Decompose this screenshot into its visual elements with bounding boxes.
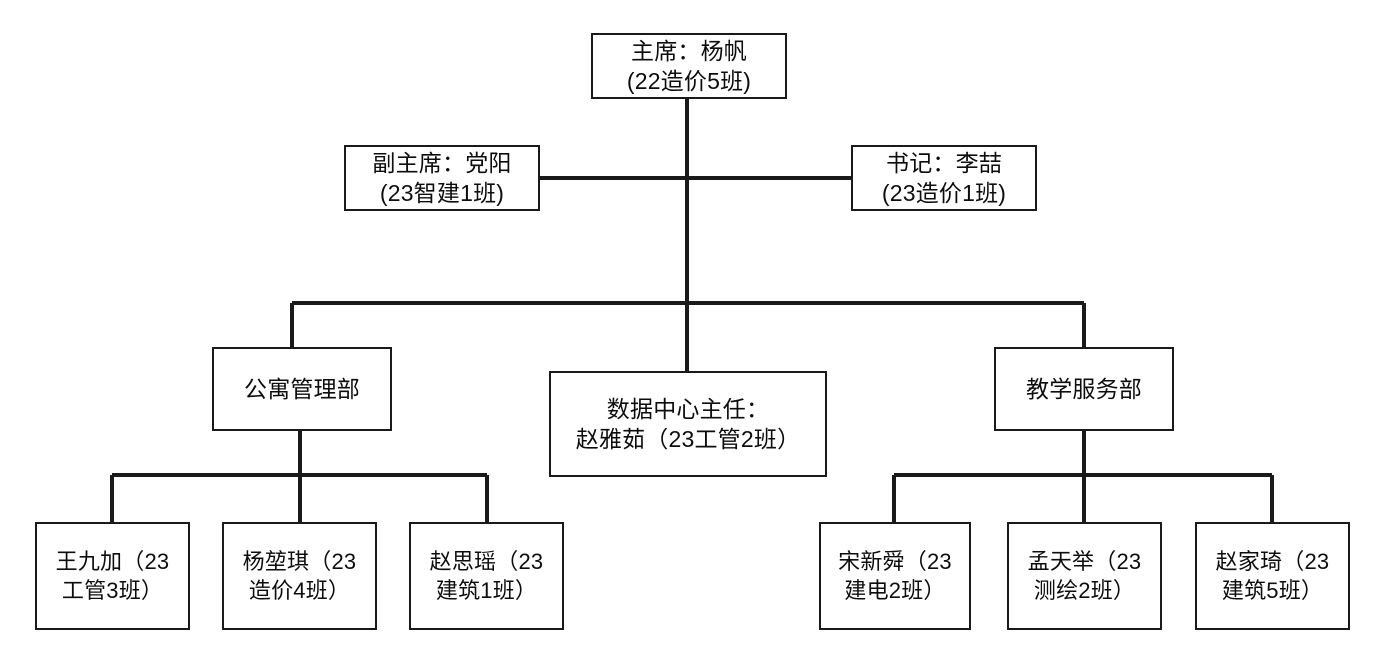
- node-member-5[interactable]: 孟天举（23 测绘2班）: [1007, 522, 1162, 630]
- node-apartment-management-dept-label: 公寓管理部: [244, 375, 360, 402]
- node-member-4-label: 宋新舜（23 建电2班）: [838, 548, 952, 603]
- node-member-1-label: 王九加（23 工管3班）: [55, 548, 170, 603]
- node-member-2-label: 杨堃琪（23 造价4班）: [242, 548, 357, 603]
- node-member-3-label: 赵思瑶（23 建筑1班）: [429, 548, 544, 603]
- node-member-5-label: 孟天举（23 测绘2班）: [1027, 548, 1142, 603]
- node-member-1[interactable]: 王九加（23 工管3班）: [35, 522, 190, 630]
- node-secretary[interactable]: 书记：李喆 (23造价1班): [851, 145, 1037, 211]
- node-member-6[interactable]: 赵家琦（23 建筑5班）: [1195, 522, 1350, 630]
- node-data-center-director-label: 数据中心主任： 赵雅茹（23工管2班）: [575, 395, 801, 452]
- node-teaching-service-dept[interactable]: 教学服务部: [994, 347, 1174, 431]
- node-data-center-director[interactable]: 数据中心主任： 赵雅茹（23工管2班）: [549, 371, 827, 477]
- node-chair-label: 主席：杨帆 (22造价5班): [626, 37, 752, 94]
- node-secretary-label: 书记：李喆 (23造价1班): [881, 149, 1007, 206]
- node-chair[interactable]: 主席：杨帆 (22造价5班): [591, 33, 787, 99]
- node-member-3[interactable]: 赵思瑶（23 建筑1班）: [409, 522, 564, 630]
- node-teaching-service-dept-label: 教学服务部: [1026, 375, 1142, 402]
- node-member-2[interactable]: 杨堃琪（23 造价4班）: [222, 522, 377, 630]
- node-apartment-management-dept[interactable]: 公寓管理部: [212, 347, 392, 431]
- node-vice-chair-label: 副主席：党阳 (23智建1班): [372, 149, 512, 206]
- node-member-6-label: 赵家琦（23 建筑5班）: [1215, 548, 1330, 603]
- node-vice-chair[interactable]: 副主席：党阳 (23智建1班): [344, 145, 540, 211]
- node-member-4[interactable]: 宋新舜（23 建电2班）: [819, 522, 971, 630]
